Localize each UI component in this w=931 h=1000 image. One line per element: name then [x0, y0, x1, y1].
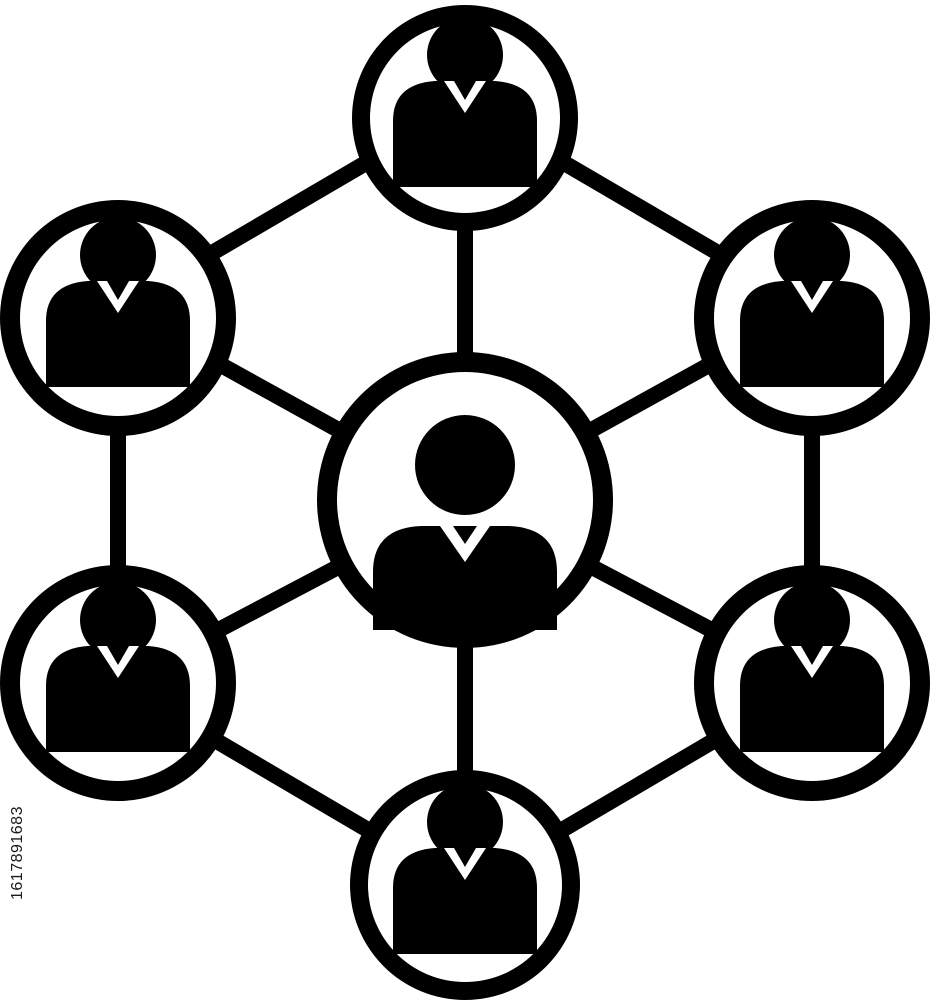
person-node-bottom	[350, 770, 580, 1000]
side-id-text: 1617891683	[9, 806, 26, 900]
person-node-lower-left	[0, 565, 236, 801]
person-node-lower-right	[694, 565, 930, 801]
person-node-upper-left	[0, 200, 236, 436]
person-node-top	[352, 5, 578, 231]
person-node-center	[317, 352, 613, 648]
person-node-upper-right	[694, 200, 930, 436]
